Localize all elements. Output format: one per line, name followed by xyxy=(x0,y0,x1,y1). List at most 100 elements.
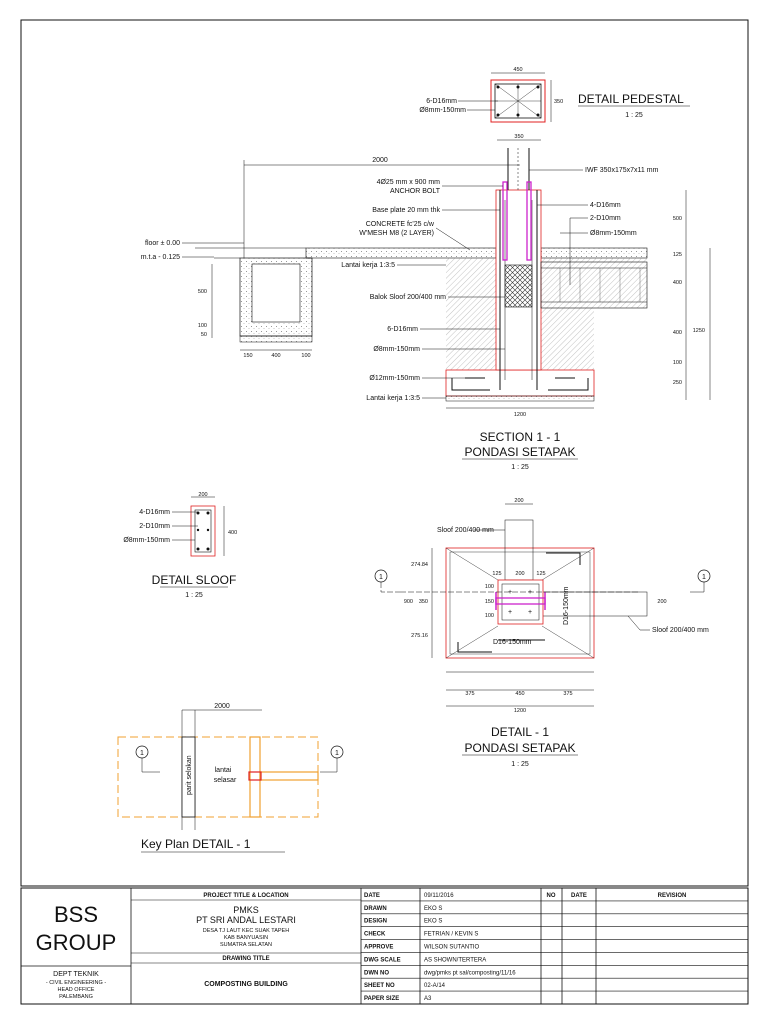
marker-right-label: 1 xyxy=(702,574,706,581)
dept-civil: - CIVIL ENGINEERING - xyxy=(46,980,106,986)
titleblock-row-value: AS SHOWN/TERTERA xyxy=(424,957,486,963)
pedestal-dim-height: 350 xyxy=(554,99,563,105)
d1-125b: 125 xyxy=(536,571,545,577)
project-header: PROJECT TITLE & LOCATION xyxy=(203,893,288,899)
section-dim-400b: 400 xyxy=(673,330,682,336)
ditch-dim-150: 150 xyxy=(243,353,252,359)
keyplan-title: Key Plan DETAIL - 1 xyxy=(141,837,251,851)
titleblock-row-label: SHEET NO xyxy=(364,983,395,989)
label-balok-sloof: Balok Sloof 200/400 mm xyxy=(370,294,446,301)
titleblock-row-label: CHECK xyxy=(364,932,386,938)
d1-350: 350 xyxy=(419,599,428,605)
company-name-1: BSS xyxy=(54,902,98,927)
pedestal-rebar: 6-D16mm xyxy=(426,98,457,105)
revision-date-header: DATE xyxy=(571,893,587,899)
section-dim-125: 125 xyxy=(673,252,682,258)
label-iwf: IWF 350x175x7x11 mm xyxy=(585,167,659,174)
titleblock-row-label: PAPER SIZE xyxy=(364,996,399,1002)
svg-text:+: + xyxy=(528,589,532,596)
titleblock-row-value: EKO S xyxy=(424,906,442,912)
section-dim-500: 500 xyxy=(673,216,682,222)
footing-pad xyxy=(445,369,595,397)
label-lantai-kerja-1: Lantai kerja 1:3:5 xyxy=(341,262,395,269)
d1-150: 150 xyxy=(485,599,494,605)
label-rebar-12: Ø12mm-150mm xyxy=(369,375,420,382)
keyplan-column xyxy=(248,771,262,781)
titleblock-row-value: 09/11/2016 xyxy=(424,893,454,899)
sloof-title: DETAIL SLOOF xyxy=(152,573,237,587)
key-plan: 2000 parit selokan lantai selasar 1 1 Ke… xyxy=(117,703,344,853)
titleblock-row-label: DWG SCALE xyxy=(364,957,401,963)
label-lantai-kerja-2: Lantai kerja 1:3:5 xyxy=(366,395,420,402)
sloof-rebar-2: 2-D10mm xyxy=(139,523,170,530)
section-dim-2000: 2000 xyxy=(372,157,388,164)
keyplan-marker-left: 1 xyxy=(140,750,144,757)
d1-375a: 375 xyxy=(465,691,474,697)
marker-left-label: 1 xyxy=(379,574,383,581)
anchor-bolt-left xyxy=(502,181,508,261)
drawing-title: COMPOSTING BUILDING xyxy=(204,981,288,988)
label-concrete-2: W'MESH M8 (2 LAYER) xyxy=(359,230,434,237)
d1-d16-horizontal: D16-150mm xyxy=(493,639,532,646)
keyplan-parit: parit selokan xyxy=(186,755,193,795)
label-concrete-1: CONCRETE fc'25 c/w xyxy=(366,221,435,228)
title-block: BSS GROUP DEPT TEKNIK - CIVIL ENGINEERIN… xyxy=(20,887,749,1005)
drawing-header: DRAWING TITLE xyxy=(222,956,269,962)
dept-name: DEPT TEKNIK xyxy=(53,971,99,978)
sloof-scale: 1 : 25 xyxy=(185,592,203,599)
ditch-dim-400: 400 xyxy=(271,353,280,359)
ditch-dim-500: 500 xyxy=(198,289,207,295)
label-4d16: 4-D16mm xyxy=(590,202,621,209)
titleblock-row-label: DESIGN xyxy=(364,919,387,925)
label-anchor-2: ANCHOR BOLT xyxy=(390,188,441,195)
detail1-pedestal xyxy=(497,579,544,625)
titleblock-row-label: DATE xyxy=(364,893,380,899)
project-line-2: PT SRI ANDAL LESTARI xyxy=(196,915,296,925)
detail1-pad xyxy=(445,547,595,659)
keyplan-lantai-2: selasar xyxy=(214,777,237,784)
svg-text:+: + xyxy=(528,609,532,616)
d1-450: 450 xyxy=(515,691,524,697)
d1-900: 900 xyxy=(404,599,413,605)
section-dim-250: 250 xyxy=(673,380,682,386)
titleblock-row-label: APPROVE xyxy=(364,945,393,951)
section-scale: 1 : 25 xyxy=(511,464,529,471)
ditch-dim-100v: 100 xyxy=(198,323,207,329)
d1-200: 200 xyxy=(515,571,524,577)
ditch-dim-50: 50 xyxy=(201,332,207,338)
d1-sloof-top: Sloof 200/400 mm xyxy=(437,527,494,534)
dept-city: PALEMBANG xyxy=(59,994,93,1000)
label-base-plate: Base plate 20 mm thk xyxy=(372,207,440,214)
label-anchor-1: 4Ø25 mm x 900 mm xyxy=(377,179,441,186)
titleblock-row-value: FETRIAN / KEVIN S xyxy=(424,932,478,938)
pedestal-scale: 1 : 25 xyxy=(625,112,643,119)
titleblock-row-value: EKO S xyxy=(424,919,442,925)
d1-375b: 375 xyxy=(563,691,572,697)
label-stirrup-right: Ø8mm-150mm xyxy=(590,230,637,237)
project-line-1: PMKS xyxy=(233,905,259,915)
detail-sloof: 200 400 4-D16mm 2-D10mm Ø8mm-150mm DETAI… xyxy=(123,492,237,599)
d1-274-84: 274.84 xyxy=(411,562,428,568)
sloof-rebar-1: 4-D16mm xyxy=(139,509,170,516)
detail-1: ++ ++ 200 125 200 125 100 150 100 274.84… xyxy=(374,498,711,768)
titleblock-row-value: A3 xyxy=(424,996,432,1002)
d1-r200: 200 xyxy=(657,599,666,605)
sloof-outline xyxy=(190,505,216,557)
sheet-border xyxy=(20,19,749,887)
keyplan-dim: 2000 xyxy=(214,703,230,710)
floor-level: floor ± 0.00 xyxy=(145,240,180,247)
section-dim-100: 100 xyxy=(673,360,682,366)
svg-text:+: + xyxy=(508,589,512,596)
section-dim-1250: 1250 xyxy=(693,328,705,334)
revision-title-header: REVISION xyxy=(658,893,687,899)
revision-no-header: NO xyxy=(547,893,556,899)
ditch-dim-100: 100 xyxy=(301,353,310,359)
detail-pedestal: 450 350 6-D16mm Ø8mm-150mm DETAIL PEDEST… xyxy=(419,67,690,123)
section-1-1: 2000 350 150 400 100 500 100 50 floor ± … xyxy=(141,134,711,471)
d1-100b: 100 xyxy=(485,613,494,619)
d1-dim-200: 200 xyxy=(514,498,523,504)
company-name-2: GROUP xyxy=(36,930,117,955)
section-title-2: PONDASI SETAPAK xyxy=(465,445,576,459)
anchor-bolt-right xyxy=(526,181,532,261)
